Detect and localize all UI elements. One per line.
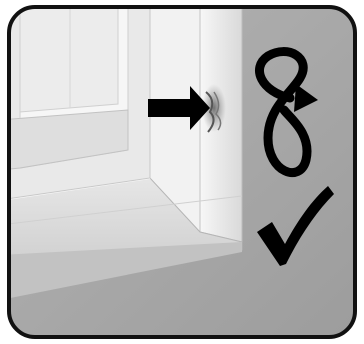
window-frame [0,0,242,300]
